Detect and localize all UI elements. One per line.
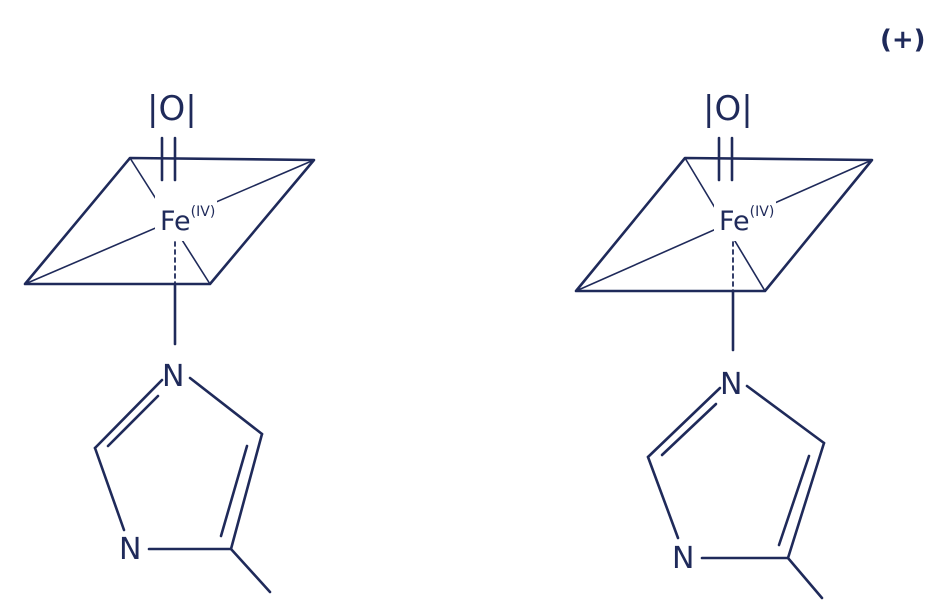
imidazole-bond [93,378,164,450]
imidazole-double-bond [219,444,249,538]
oxo-ligand-label: |O| [703,89,753,129]
imidazole-n-bottom: N [119,532,141,567]
imidazole-bond [93,446,126,532]
imidazole-n-top: N [162,359,184,394]
iron-label: Fe(IV) [719,204,774,237]
imidazole-double-bond [660,402,718,457]
heme-structure-right: |O| Fe(IV) N N [574,89,874,600]
imidazole-n-bottom: N [672,541,694,576]
imidazole-n-top: N [720,367,742,402]
imidazole-bond [646,455,680,540]
methyl-bond [786,556,824,600]
iron-label: Fe(IV) [160,204,215,237]
imidazole-bond [229,432,264,551]
charge-label: (+) [880,25,926,55]
oxo-ligand-label: |O| [147,89,197,129]
imidazole-double-bond [106,394,160,448]
imidazole-bond [188,376,264,436]
fe-label-background [714,195,776,241]
imidazole-bond [646,386,722,459]
heme-structure-left: |O| Fe(IV) N N [23,89,316,594]
imidazole-bond [786,441,826,560]
methyl-bond [229,547,272,594]
fe-label-background [155,195,217,241]
imidazole-bond [745,384,826,445]
imidazole-double-bond [777,454,811,547]
